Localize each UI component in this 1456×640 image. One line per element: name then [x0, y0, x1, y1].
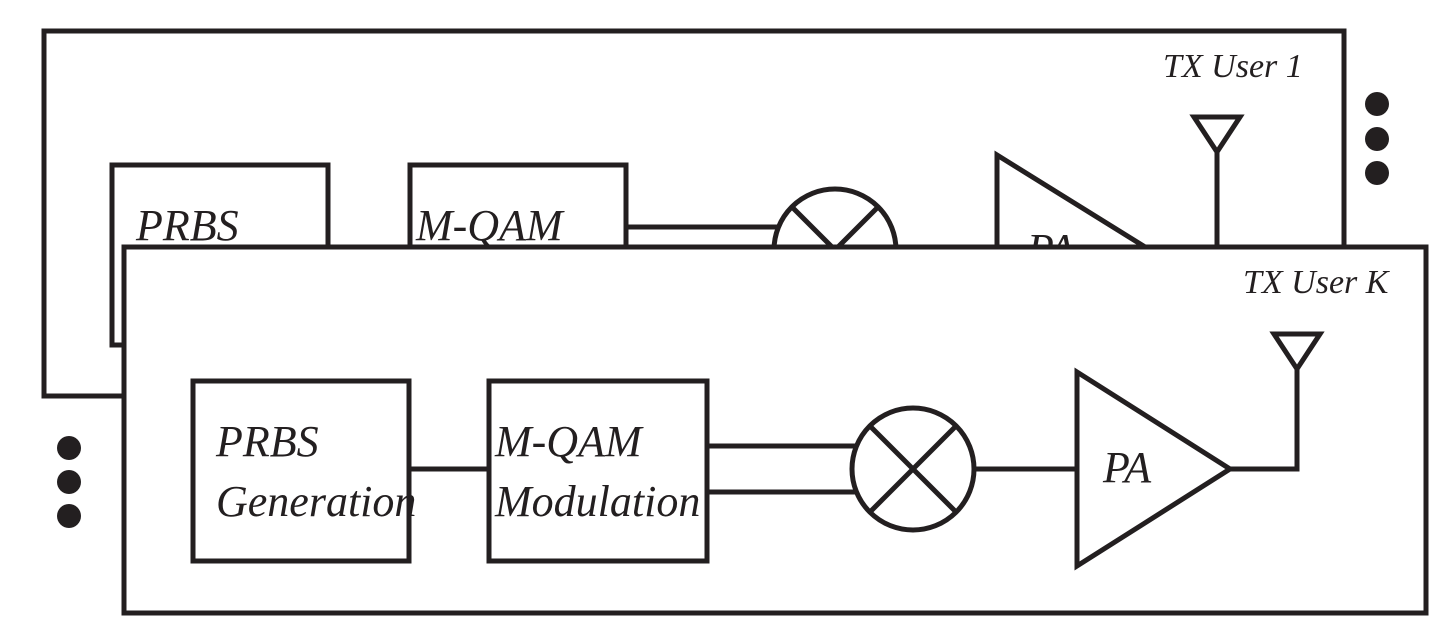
- tx-user-k-panel: TX User K PRBS Generation M-QAM Modulati…: [121, 244, 1429, 616]
- tx-user-k-label: TX User K: [1243, 264, 1391, 301]
- tx-user-k-antenna-feed: [1230, 367, 1300, 472]
- tx-user-k-pa-label: PA: [1102, 443, 1152, 492]
- tx-user-k-mqam-label-line2: Modulation: [494, 477, 700, 526]
- tx-user-1-mqam-label: M-QAM: [415, 201, 565, 250]
- tx-user-1-prbs-label: PRBS: [135, 201, 239, 250]
- tx-user-k-pa: PA: [1074, 367, 1235, 571]
- tx-user-k-prbs-label-line2: Generation: [216, 477, 416, 526]
- tx-user-k-prbs-label-line1: PRBS: [215, 417, 319, 466]
- tx-user-k-mqam-block: M-QAM Modulation: [486, 378, 710, 564]
- tx-user-k-mixer-icon: [849, 405, 977, 533]
- tx-user-k-prbs-block: PRBS Generation: [190, 378, 416, 564]
- vertical-ellipsis-icon: [1365, 92, 1389, 185]
- tx-user-k-mqam-label-line1: M-QAM: [494, 417, 644, 466]
- tx-user-1-antenna-icon: [1189, 114, 1245, 250]
- tx-user-1-label: TX User 1: [1163, 48, 1303, 85]
- tx-user-k-antenna-icon: [1269, 331, 1325, 374]
- vertical-ellipsis-icon: [57, 436, 81, 528]
